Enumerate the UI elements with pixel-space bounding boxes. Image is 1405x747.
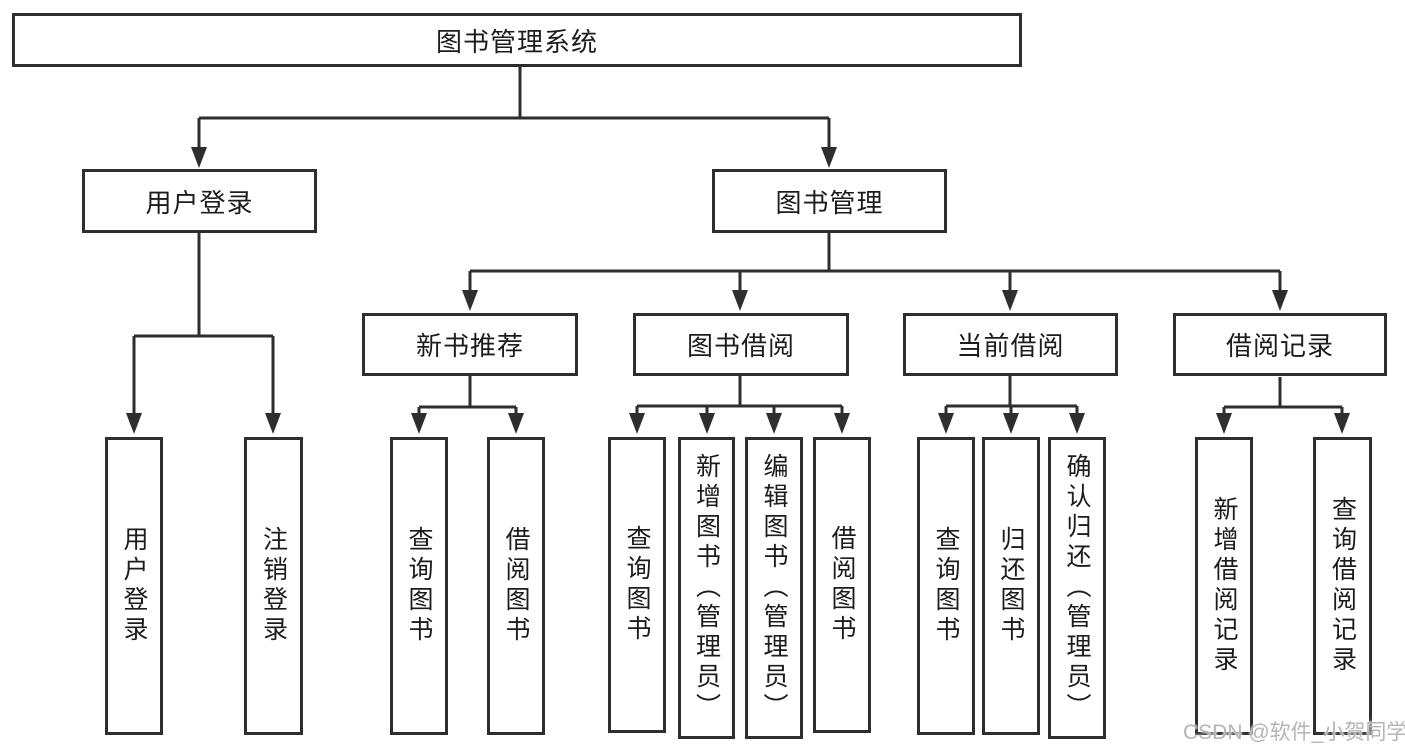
node-new-book-recommend-label: 新书推荐 [415, 331, 524, 361]
leaf-user-login: 用户登录 [105, 437, 163, 735]
leaf-add-book-admin-label: 新增图书（管理员） [692, 453, 721, 723]
connector-borrow-record-to-leaves [1216, 377, 1350, 434]
leaf-add-book-admin: 新增图书（管理员） [678, 437, 735, 739]
leaf-borrow-book: 借阅图书 [813, 437, 871, 733]
node-book-management: 图书管理 [712, 169, 947, 233]
leaf-edit-book-admin: 编辑图书（管理员） [745, 437, 803, 739]
connector-book-borrow-to-leaves [629, 376, 850, 434]
node-root-system: 图书管理系统 [12, 13, 1022, 67]
leaf-add-borrow-record-label: 新增借阅记录 [1210, 496, 1238, 676]
leaf-query-book-recommend-label: 查询图书 [405, 526, 433, 646]
leaf-logout: 注销登录 [244, 437, 303, 735]
connector-new-book-to-leaves [411, 376, 524, 434]
node-current-borrowing-label: 当前借阅 [956, 331, 1065, 361]
node-book-management-label: 图书管理 [775, 187, 884, 218]
leaf-borrow-book-recommend-label: 借阅图书 [502, 526, 530, 646]
node-book-borrowing: 图书借阅 [633, 313, 849, 376]
leaf-query-book-recommend: 查询图书 [390, 437, 448, 735]
leaf-user-login-label: 用户登录 [120, 526, 148, 646]
leaf-borrow-book-label: 借阅图书 [828, 525, 856, 645]
csdn-watermark: CSDN @软件_小贺同学 [1183, 721, 1405, 744]
node-borrowing-records-label: 借阅记录 [1225, 331, 1334, 361]
leaf-query-borrow-record-label: 查询借阅记录 [1328, 496, 1357, 676]
node-new-book-recommend: 新书推荐 [362, 313, 578, 376]
node-user-login-label: 用户登录 [145, 187, 254, 218]
leaf-edit-book-admin-label: 编辑图书（管理员） [760, 453, 788, 723]
leaf-return-book: 归还图书 [982, 437, 1040, 735]
leaf-query-book-current: 查询图书 [917, 437, 975, 735]
leaf-query-book-borrow: 查询图书 [608, 437, 666, 733]
connector-root-to-level2 [191, 67, 837, 168]
node-borrowing-records: 借阅记录 [1173, 313, 1387, 376]
leaf-borrow-book-recommend: 借阅图书 [487, 437, 545, 735]
connector-book-mgmt-to-level3 [462, 233, 1288, 311]
leaf-query-book-borrow-label: 查询图书 [623, 525, 651, 645]
node-current-borrowing: 当前借阅 [903, 313, 1118, 376]
connector-user-login-to-leaves [126, 233, 281, 434]
leaf-confirm-return-admin-label: 确认归还（管理员） [1063, 453, 1091, 723]
connector-current-borrow-to-leaves [938, 376, 1085, 434]
leaf-query-book-current-label: 查询图书 [932, 526, 960, 646]
node-user-login: 用户登录 [82, 169, 317, 233]
leaf-add-borrow-record: 新增借阅记录 [1195, 437, 1253, 735]
leaf-return-book-label: 归还图书 [997, 526, 1025, 646]
leaf-confirm-return-admin: 确认归还（管理员） [1048, 437, 1106, 739]
leaf-query-borrow-record: 查询借阅记录 [1313, 437, 1372, 735]
leaf-logout-label: 注销登录 [259, 526, 288, 646]
node-root-label: 图书管理系统 [435, 26, 598, 57]
node-book-borrowing-label: 图书借阅 [686, 331, 795, 361]
